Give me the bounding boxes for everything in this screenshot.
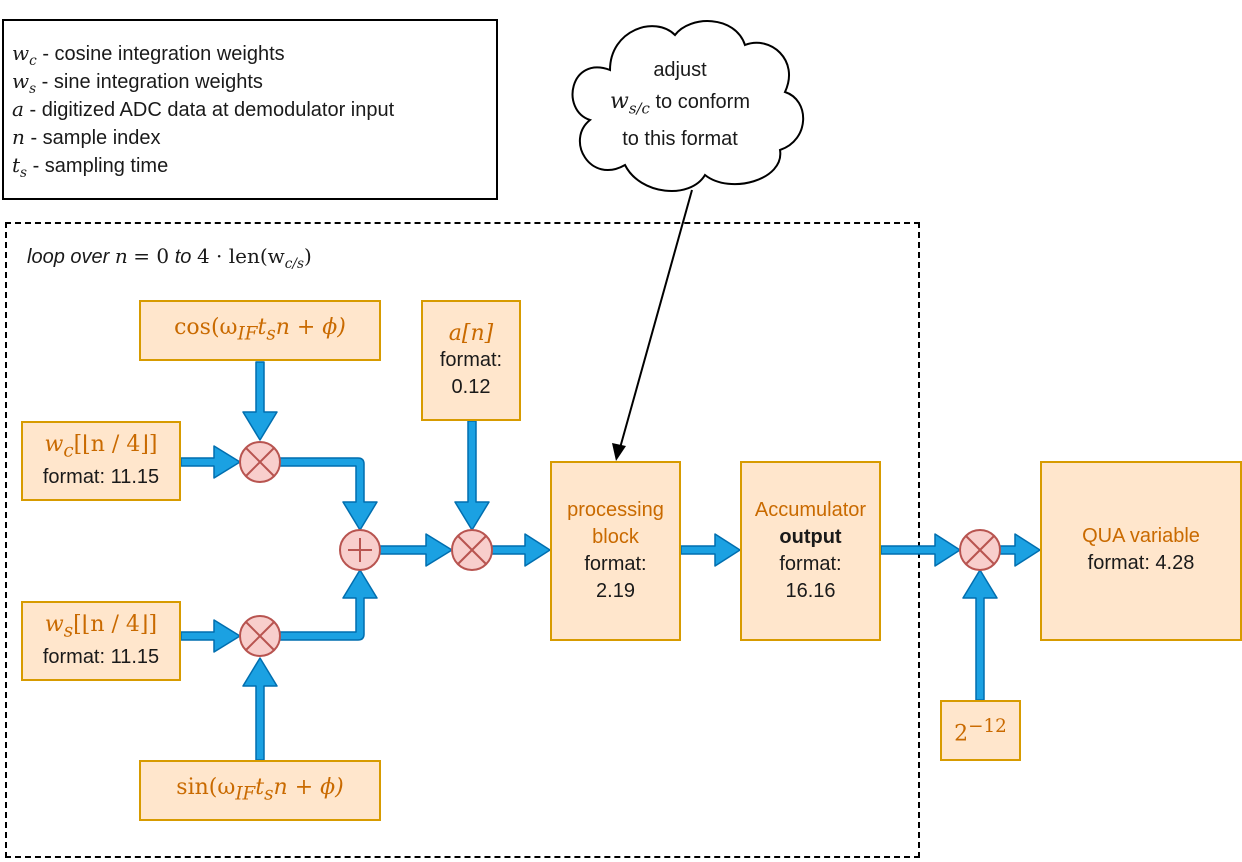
loop-to: to bbox=[174, 246, 192, 268]
arrow-mul-to-processing bbox=[491, 533, 551, 567]
legend-symbol: wc bbox=[12, 41, 37, 69]
legend-item-a: a - digitized ADC data at demodulator in… bbox=[12, 97, 394, 122]
legend-box: wc - cosine integration weights ws - sin… bbox=[2, 19, 498, 200]
legend-item-wc: wc - cosine integration weights bbox=[12, 41, 285, 73]
accumulator-block: Accumulator output format: 16.16 bbox=[740, 461, 881, 641]
arrow-add-to-mul bbox=[379, 533, 453, 567]
loop-var: n bbox=[114, 244, 128, 268]
cloud-line2: ws/c to conform bbox=[610, 89, 750, 118]
cos-expression: cos(ωIFtsn + ϕ) bbox=[174, 314, 346, 345]
legend-item-n: n - sample index bbox=[12, 125, 161, 150]
multiply-operator-cos bbox=[239, 441, 281, 483]
wc-block: wc[⌊n / 4⌋] format: 11.15 bbox=[21, 421, 181, 501]
loop-label: loop over n = 0 to 4 · len(wc/s) bbox=[27, 244, 312, 272]
legend-symbol: n bbox=[12, 125, 25, 149]
wc-format: format: 11.15 bbox=[42, 466, 160, 489]
processing-format-value: 2.19 bbox=[596, 580, 635, 602]
multiply-operator-sin bbox=[239, 615, 281, 657]
accumulator-format-label: format: bbox=[779, 553, 842, 575]
accumulator-format-value: 16.16 bbox=[785, 580, 836, 602]
processing-block: processing block format: 2.19 bbox=[550, 461, 681, 641]
arrow-accumulator-to-mul bbox=[880, 533, 961, 567]
arrow-ws-to-mul bbox=[180, 619, 241, 653]
sin-expression: sin(ωIFtsn + ϕ) bbox=[176, 774, 344, 805]
wc-expression: wc[⌊n / 4⌋] bbox=[44, 431, 158, 462]
cloud-connector-arrowhead bbox=[612, 443, 626, 461]
loop-eq: = 0 bbox=[133, 244, 170, 268]
legend-item-ts: ts - sampling time bbox=[12, 153, 168, 185]
arrow-sin-to-mul bbox=[242, 657, 278, 761]
legend-symbol: ts bbox=[12, 153, 28, 181]
processing-title-line2: block bbox=[592, 526, 639, 548]
multiply-operator-scale bbox=[959, 529, 1001, 571]
processing-title-line1: processing bbox=[567, 499, 664, 521]
cos-block: cos(ωIFtsn + ϕ) bbox=[139, 300, 381, 361]
ws-expression: ws[⌊n / 4⌋] bbox=[44, 611, 158, 642]
processing-format-label: format: bbox=[584, 553, 647, 575]
scale-block: 2−12 bbox=[940, 700, 1021, 761]
sin-block: sin(ωIFtsn + ϕ) bbox=[139, 760, 381, 821]
arrow-scale-to-mul bbox=[962, 569, 998, 701]
adc-block: a[n] format: 0.12 bbox=[421, 300, 521, 421]
accumulator-subtitle: output bbox=[779, 526, 842, 548]
multiply-operator-adc bbox=[451, 529, 493, 571]
legend-description: - cosine integration weights bbox=[42, 43, 285, 65]
cloud-connector bbox=[619, 189, 693, 449]
arrow-processing-to-accumulator bbox=[680, 533, 741, 567]
arrow-mul-to-add-top bbox=[279, 457, 378, 531]
loop-region bbox=[5, 222, 920, 858]
arrow-cos-to-mul bbox=[242, 361, 278, 441]
loop-prefix: loop over bbox=[27, 246, 110, 268]
legend-symbol: ws bbox=[12, 69, 37, 97]
arrow-mul-to-qua bbox=[999, 533, 1041, 567]
qua-variable-block: QUA variable format: 4.28 bbox=[1040, 461, 1242, 641]
legend-description: - sampling time bbox=[32, 155, 169, 177]
adc-expression: a[n] bbox=[448, 321, 494, 346]
scale-expression: 2−12 bbox=[954, 716, 1007, 747]
legend-description: - digitized ADC data at demodulator inpu… bbox=[29, 99, 395, 121]
adc-format-value: 0.12 bbox=[451, 376, 491, 398]
ws-block: ws[⌊n / 4⌋] format: 11.15 bbox=[21, 601, 181, 681]
cloud-shape bbox=[571, 20, 805, 192]
qua-format: format: 4.28 bbox=[1087, 552, 1195, 574]
legend-description: - sample index bbox=[30, 127, 161, 149]
accumulator-title: Accumulator bbox=[754, 499, 867, 521]
qua-title: QUA variable bbox=[1082, 525, 1200, 547]
legend-symbol: a bbox=[12, 97, 24, 121]
cloud-note: adjust ws/c to conform to this format bbox=[580, 55, 780, 155]
cloud-line3: to this format bbox=[622, 128, 738, 151]
adc-format-label: format: bbox=[439, 349, 503, 371]
add-operator bbox=[339, 529, 381, 571]
arrow-adc-to-mul bbox=[454, 420, 490, 531]
arrow-wc-to-mul bbox=[180, 445, 241, 479]
arrow-mul-to-add-bottom bbox=[279, 569, 378, 641]
legend-item-ws: ws - sine integration weights bbox=[12, 69, 263, 101]
ws-format: format: 11.15 bbox=[42, 646, 160, 669]
legend-description: - sine integration weights bbox=[41, 71, 263, 93]
loop-expr: 4 · len(wc/s) bbox=[196, 244, 312, 272]
cloud-line1: adjust bbox=[653, 59, 707, 81]
